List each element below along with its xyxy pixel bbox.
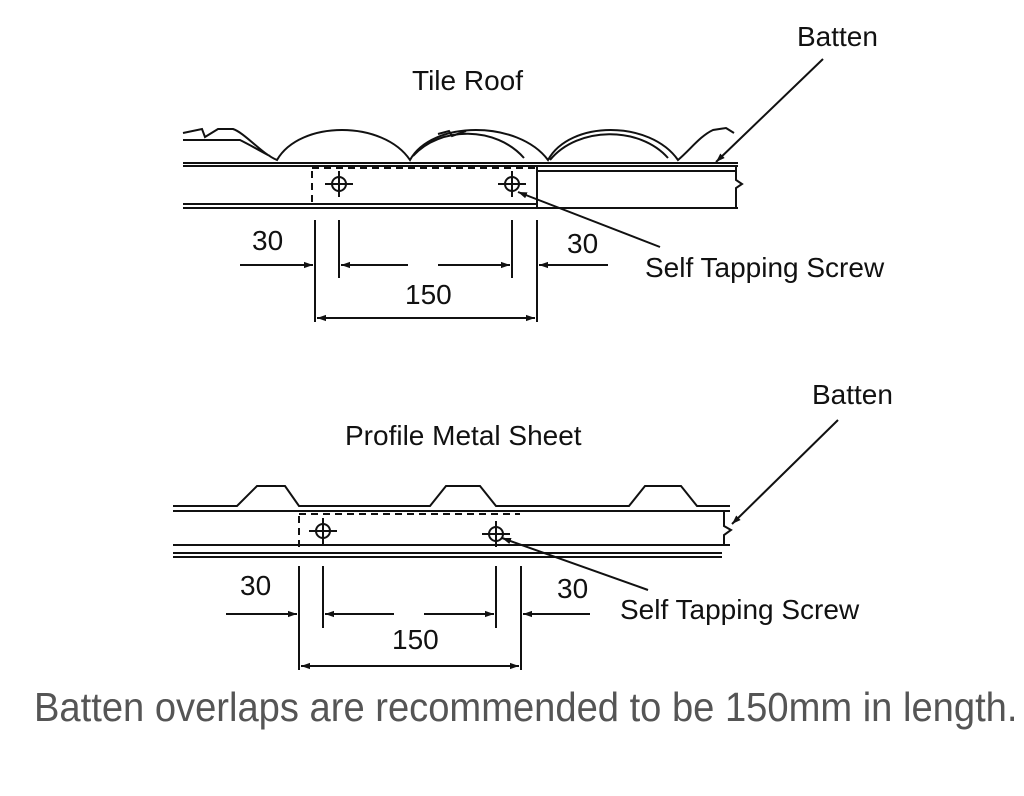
metal-sheet-profile: [173, 485, 730, 507]
m-dim-label-overlap: 150: [392, 624, 439, 655]
dim-label-left: 30: [252, 225, 283, 256]
label-batten: Batten: [797, 21, 878, 52]
tile-roof-diagram: Tile Roof: [182, 21, 885, 322]
m-dim-label-right: 30: [557, 573, 588, 604]
metal-sheet-diagram: Profile Metal Sheet: [173, 379, 893, 670]
m-label-batten: Batten: [812, 379, 893, 410]
m-label-screw: Self Tapping Screw: [620, 594, 860, 625]
metal-sheet-title: Profile Metal Sheet: [345, 420, 582, 451]
caption-text: Batten overlaps are recommended to be 15…: [34, 684, 1018, 730]
label-screw: Self Tapping Screw: [645, 252, 885, 283]
m-leader-batten: [731, 419, 839, 525]
dim-label-overlap: 150: [405, 279, 452, 310]
screw-symbol-right: [498, 171, 526, 197]
m-screw-symbol-right: [482, 521, 510, 547]
m-batten-break-mark: [723, 511, 733, 545]
leader-screw: [517, 191, 661, 248]
m-leader-screw: [501, 537, 649, 591]
m-dim-label-left: 30: [240, 570, 271, 601]
tile-crack: [437, 129, 467, 138]
leader-batten: [715, 58, 824, 163]
batten-break-mark: [735, 166, 744, 208]
dim-label-right: 30: [567, 228, 598, 259]
m-screw-symbol-left: [309, 518, 337, 544]
screw-symbol-left: [325, 171, 353, 197]
tile-roof-profile: [182, 126, 735, 162]
tile-roof-title: Tile Roof: [412, 65, 523, 96]
